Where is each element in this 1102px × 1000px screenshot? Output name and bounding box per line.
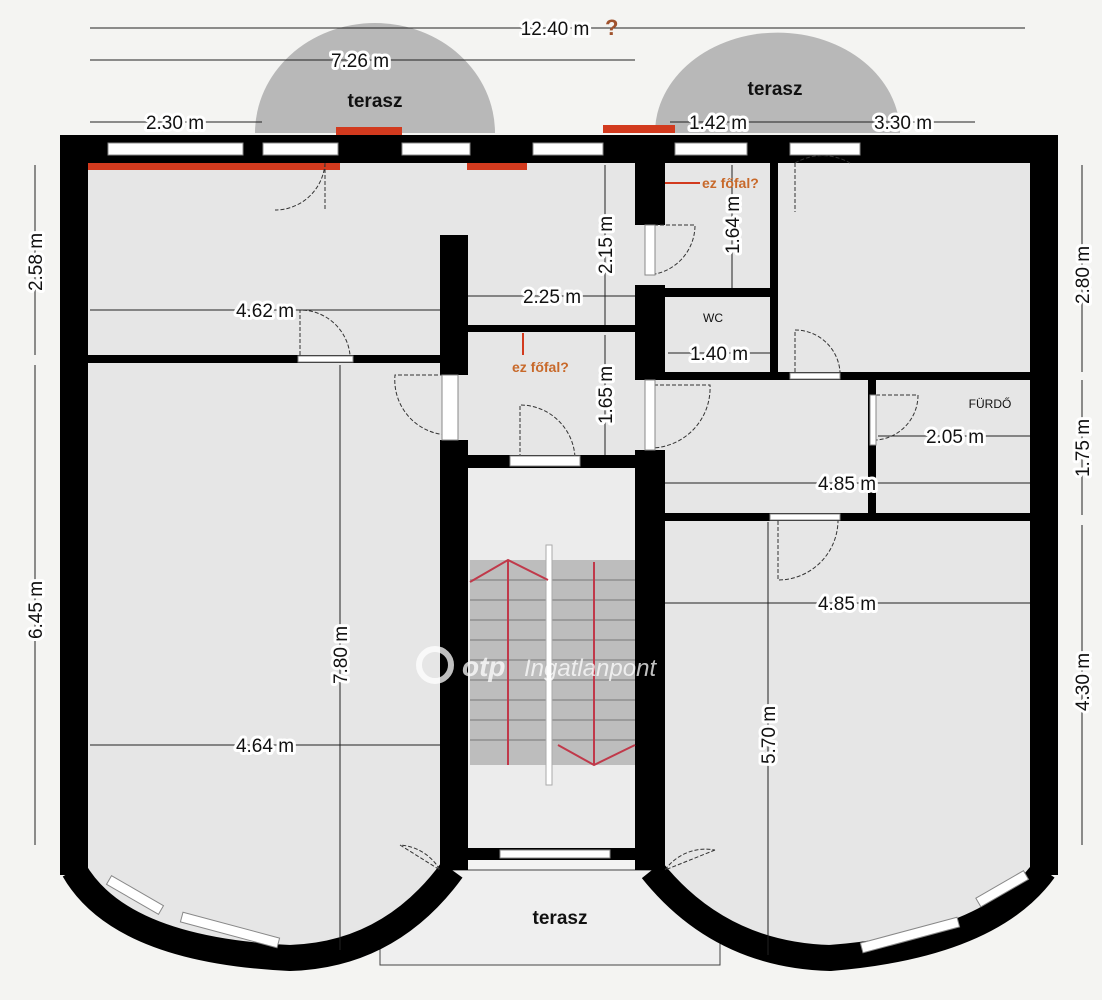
note-top-text: ez főfal?: [702, 175, 759, 191]
dim-bath-width: 2.05 m: [926, 427, 984, 448]
watermark-brand: otp: [462, 651, 506, 682]
dim-hall-width: 2.25 m: [523, 287, 581, 308]
dim-top-left: 2.30 m: [146, 113, 204, 134]
dim-right-bottom-height: 4.30 m: [1073, 653, 1094, 711]
note-mid: ez főfal?: [512, 333, 569, 375]
windows: [105, 142, 1030, 954]
dim-top-mid: 1.42 m: [689, 113, 747, 134]
label-wc: WC: [703, 311, 723, 325]
dim-room-bl-width: 4.64 m: [236, 736, 294, 757]
dim-right-top-height: 2.80 m: [1073, 246, 1094, 304]
label-terrace-right: terasz: [748, 79, 803, 100]
dim-left-bottom-height: 6.45 m: [26, 581, 47, 639]
rooms: [88, 163, 1030, 956]
dim-top-right: 3.30 m: [874, 113, 932, 134]
otp-logo-icon: [416, 646, 454, 684]
dim-vestibule-height: 1.65 m: [596, 366, 617, 424]
doors: [274, 155, 919, 872]
terrace-left: [255, 23, 495, 133]
dimension-lines: [34, 27, 1083, 955]
dim-room-tl-width: 4.62 m: [236, 301, 294, 322]
watermark-text: Ingatlanpont: [524, 655, 657, 682]
dim-hall-height: 2.15 m: [596, 216, 617, 274]
wall-markers: [88, 125, 675, 170]
dim-wc-width: 1.40 m: [690, 344, 748, 365]
label-terrace-left: terasz: [348, 91, 403, 112]
dim-left-top-height: 2.58 m: [26, 233, 47, 291]
dim-room-bl-height: 7.80 m: [331, 626, 352, 684]
note-mid-text: ez főfal?: [512, 359, 569, 375]
dim-room-br-width: 4.85 m: [818, 594, 876, 615]
note-top: ez főfal?: [665, 175, 759, 191]
staircase: [469, 544, 636, 786]
dim-right-mid-height: 1.75 m: [1073, 419, 1094, 477]
dim-room-br-height: 5.70 m: [759, 706, 780, 764]
dim-left-width: 7.26 m: [331, 51, 389, 72]
dim-total-width: 12.40 m: [521, 19, 590, 40]
label-terrace-bottom: terasz: [533, 908, 588, 929]
terrace-right: [655, 32, 901, 133]
dim-closet-height: 1.64 m: [723, 196, 744, 254]
dim-corridor-width: 4.85 m: [818, 474, 876, 495]
total-question-mark: ?: [605, 15, 618, 40]
watermark: otp Ingatlanpont: [416, 646, 657, 684]
label-bathroom: FÜRDŐ: [969, 396, 1012, 411]
